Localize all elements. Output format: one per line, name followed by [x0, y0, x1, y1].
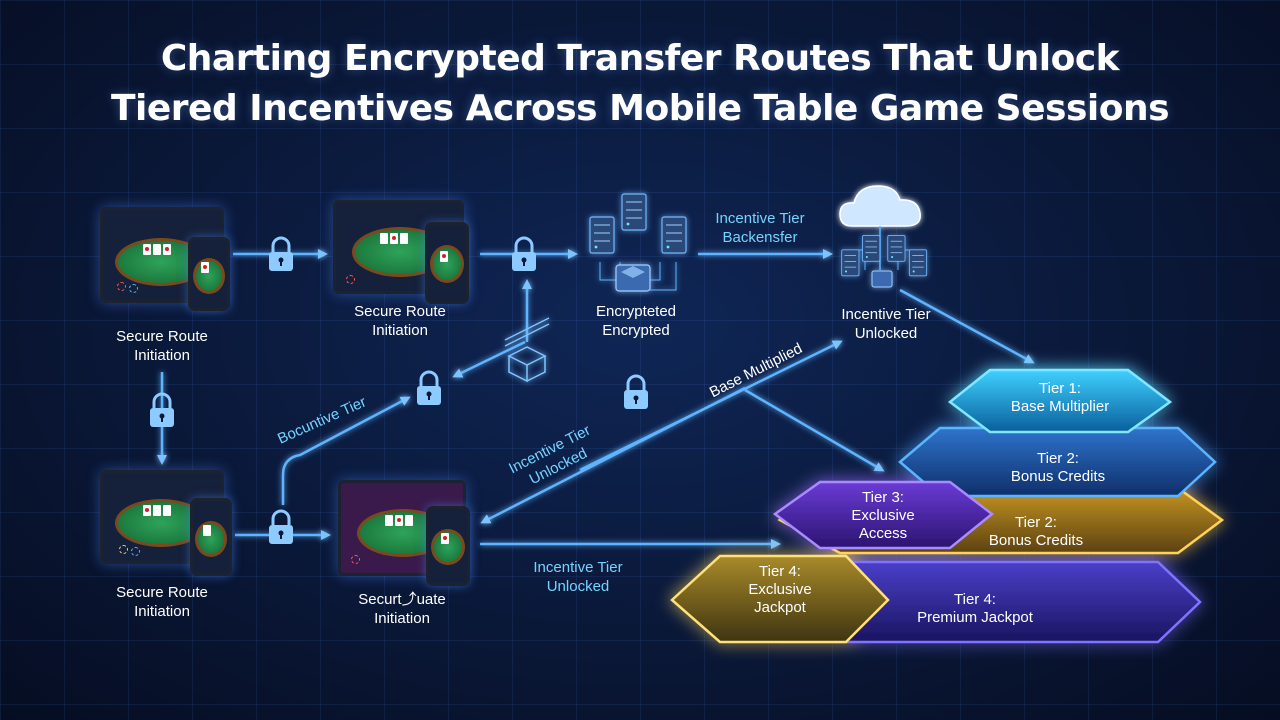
tier3-hex — [772, 480, 995, 550]
lock-icon — [267, 236, 295, 273]
phone-icon — [188, 237, 230, 311]
tier-stack — [670, 368, 1225, 644]
phone-icon — [425, 222, 469, 304]
edge-bl-up-to-lock — [281, 396, 411, 505]
phone-icon — [426, 506, 470, 586]
lock-icon — [622, 374, 650, 411]
package-icon — [504, 317, 550, 383]
title-line-2: Tiered Incentives Across Mobile Table Ga… — [110, 88, 1170, 129]
title-line-1: Charting Encrypted Transfer Routes That … — [160, 38, 1120, 79]
lock-icon — [510, 236, 538, 273]
tier2b-label: Tier 2:Bonus Credits — [988, 514, 1084, 549]
tier1-hex — [947, 368, 1173, 434]
tier2a-label: Tier 2:Bonus Credits — [1010, 450, 1106, 485]
cloud-icon — [839, 185, 928, 288]
lock-icon — [267, 509, 295, 546]
lock-icon — [415, 370, 443, 407]
edge-base-multiplied — [579, 340, 843, 472]
tier1-label: Tier 1:Base Multiplier — [1010, 380, 1110, 415]
server-icon — [589, 193, 687, 292]
edge-package-to-lock — [452, 340, 526, 378]
phone-icon — [190, 498, 232, 576]
edge-cloud-to-tier1 — [899, 288, 1035, 364]
page-title: Charting Encrypted Transfer Routes That … — [0, 34, 1280, 134]
tier4a-hex — [670, 554, 890, 644]
tier4b-label: Tier 4:Premium Jackpot — [917, 591, 1033, 626]
edge-to-tier3 — [744, 388, 885, 472]
